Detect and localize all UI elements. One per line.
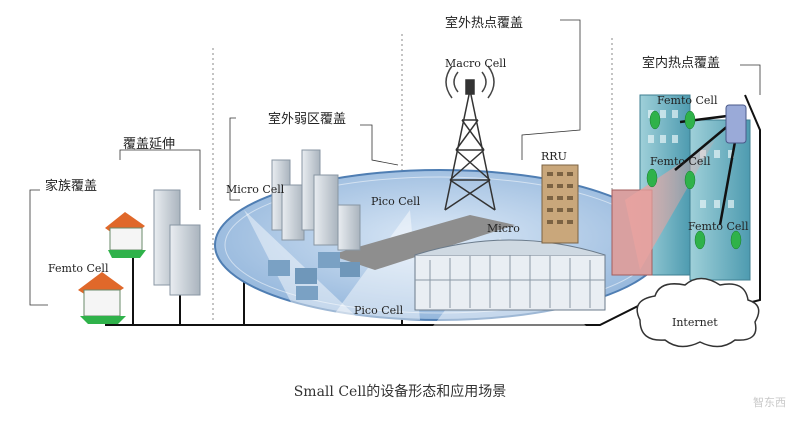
label-micro-cell: Micro Cell bbox=[226, 183, 285, 196]
label-femto-cell-1: Femto Cell bbox=[657, 94, 718, 107]
extension-buildings bbox=[153, 189, 201, 296]
label-pico-cell-top: Pico Cell bbox=[371, 195, 421, 208]
label-femto-cell-3: Femto Cell bbox=[688, 220, 749, 233]
label-femto-cell-2: Femto Cell bbox=[650, 155, 711, 168]
internet-cloud bbox=[636, 277, 760, 348]
stadium bbox=[414, 239, 606, 311]
label-indoor-hotspot: 室内热点覆盖 bbox=[642, 55, 720, 71]
label-outdoor-hotspot: 室外热点覆盖 bbox=[445, 15, 523, 31]
road bbox=[330, 215, 515, 270]
rru-building bbox=[541, 164, 579, 244]
section-dividers bbox=[212, 34, 613, 323]
label-family-coverage: 家族覆盖 bbox=[45, 178, 97, 194]
signal-waves-icon bbox=[445, 65, 495, 99]
residential-houses bbox=[268, 252, 360, 300]
plateau-buildings-left bbox=[271, 149, 361, 251]
callout-lines bbox=[29, 19, 761, 306]
label-macro-cell: Macro Cell bbox=[445, 57, 507, 70]
label-micro: Micro bbox=[487, 222, 520, 235]
macro-tower bbox=[444, 79, 496, 211]
label-coverage-extension: 覆盖延伸 bbox=[123, 137, 175, 152]
label-pico-cell-bottom: Pico Cell bbox=[354, 304, 404, 317]
label-femto-cell-home: Femto Cell bbox=[48, 262, 109, 275]
family-house-upper bbox=[105, 212, 146, 258]
family-house-lower bbox=[78, 272, 126, 324]
indoor-hub-device bbox=[725, 104, 747, 144]
label-internet: Internet bbox=[672, 316, 718, 329]
watermark: 智东西 bbox=[753, 396, 786, 409]
figure-caption: Small Cell的设备形态和应用场景 bbox=[293, 384, 507, 400]
label-outdoor-weak-coverage: 室外弱区覆盖 bbox=[268, 111, 346, 127]
label-rru: RRU bbox=[541, 150, 567, 163]
